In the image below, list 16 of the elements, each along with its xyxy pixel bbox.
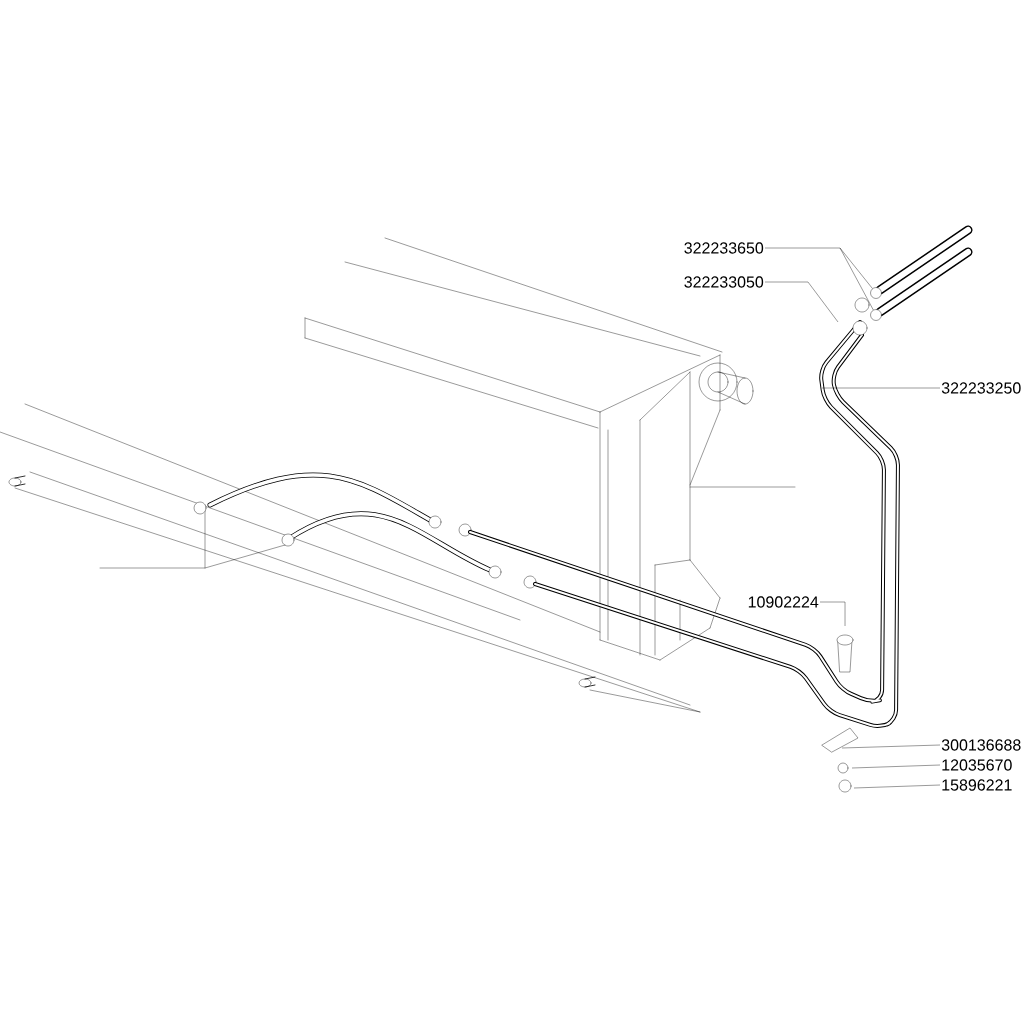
leader-line [851,764,941,769]
leader-line [853,784,941,789]
part-number: 300136688 [941,739,1021,751]
leader-line [764,281,839,323]
hose-fitting [870,287,882,299]
leader-line [821,387,941,389]
part-number: 322233650 [684,242,764,254]
leader-line [764,247,874,311]
leader-line [841,744,941,749]
part-number: 15896221 [942,779,1012,791]
part-number: 322233050 [684,276,764,288]
leader-line [819,601,846,627]
hose-fitting [870,309,882,321]
part-number: 12035670 [942,759,1012,771]
part-number: 322233250 [941,382,1021,394]
part-number: 10902224 [748,596,819,608]
